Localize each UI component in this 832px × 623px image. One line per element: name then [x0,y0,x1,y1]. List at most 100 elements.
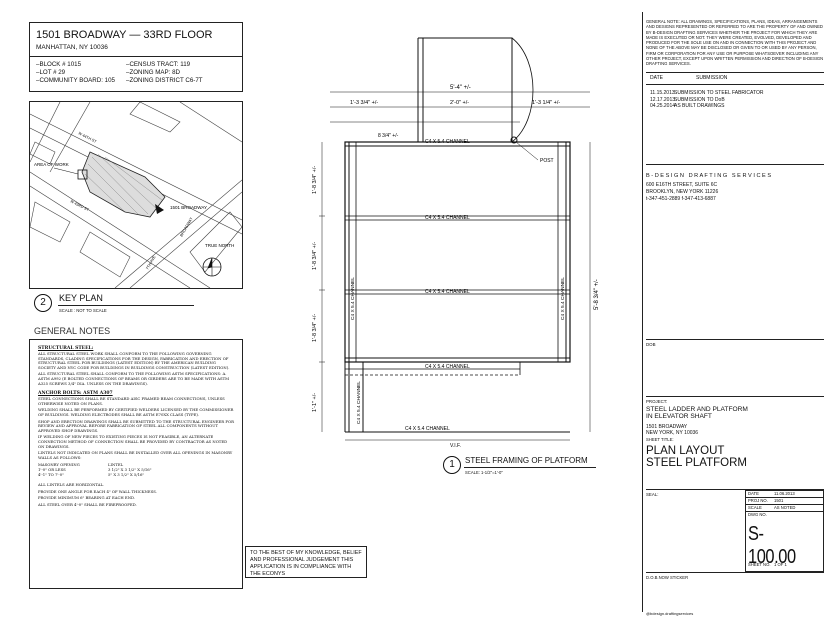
tb-divider [646,572,824,573]
info-key: DATE [748,491,759,496]
key-plan-scale: SCALE : NOT TO SCALE [59,308,107,313]
north-arrow-icon [202,257,222,277]
area-of-work-label: AREA OF WORK [34,162,69,167]
info-row: DATE 11.06.2013 [746,491,823,498]
vif-label: V.I.F. [450,443,461,449]
company-address-line: BROOKLYN, NEW YORK 11226 [646,188,719,195]
post-marker [510,136,518,144]
project-address-line: 1501 BROADWAY [646,424,688,430]
address-right-column: –CENSUS TRACT: 119 –ZONING MAP: 8D –ZONI… [126,61,203,86]
drawing-title-block: 1 STEEL FRAMING OF PLATFORM SCALE: 1-1/2… [443,454,596,478]
company-phones: t-347-451-2889 f-347-413-6887 [646,195,716,202]
key-plan-drawing: AREA OF WORK 1501 BROADWAY W 44TH ST W 4… [30,102,242,288]
info-value: AS NOTED [774,505,796,510]
submission-text: SUBMISSION TO DoB [674,96,725,103]
notes-paragraph: ALL STRUCTURAL STEEL WORK SHALL CONFORM … [38,351,230,370]
project-name: STEEL LADDER AND PLATFORM IN ELEVATOR SH… [646,406,748,421]
info-key: PROJ NO. [748,498,768,503]
info-value: 11.06.2013 [774,491,795,496]
channel-label: C4 X 5.4 CHANNEL [425,139,470,145]
drawing-scale: SCALE: 1-1/2"=1'-0" [465,470,503,475]
compliance-box: TO THE BEST OF MY KNOWLEDGE, BELIEF AND … [245,546,367,578]
company-address-line: 600 E16TH STREET, SUITE 6C [646,182,718,188]
sheet-no-value: 1 OF 1 [774,562,787,567]
tb-divider [646,396,824,397]
notes-paragraph: PROVIDE ONE ANGLE FOR EACH 4" OF WALL TH… [38,488,157,494]
dob-label: DOB [646,342,656,347]
tb-divider [646,72,824,73]
lintel-row: 4'-1" TO 7'-0"5" X 3 1/2" X 5/16" [38,472,234,477]
tb-divider [646,164,824,165]
steel-framing-plan: 5'-4" +/- 1'-3 3/4" +/- 2'-0" +/- 1'-3 1… [312,37,600,449]
notes-paragraph: STEEL CONNECTIONS SHALL BE STANDARD AISC… [38,396,225,406]
notes-paragraph: ALL STRUCTURAL STEEL SHALL CONFORM TO TH… [38,371,230,386]
channel-label: C4 X 5.4 CHANNEL [425,364,470,370]
info-key: DWG NO. [748,512,767,517]
lintel-cell: LINTEL [108,462,124,468]
address-divider [30,56,242,57]
tb-divider [646,84,824,85]
footer-handle: @bdesign.draftingservices [646,611,694,616]
key-plan-number-circle: 2 [34,294,52,312]
dim-left-2: 1'-8 3/4" +/- [312,242,318,270]
submission-row: 12.17.2013SUBMISSION TO DoB [650,97,763,104]
notes-paragraph: PROVIDE MINIMUM 6" BEARING AT EACH END. [38,495,136,501]
submission-list: 11.15.2013SUBMISSION TO STEEL FABRICATOR… [650,90,763,110]
submission-row: 11.15.2013SUBMISSION TO STEEL FABRICATOR [650,90,763,97]
census-tract: –CENSUS TRACT: 119 [126,61,191,68]
general-notes-heading: GENERAL NOTES [34,326,111,336]
submission-text: AS BUILT DRAWINGS [674,103,725,110]
channel-label: C4 X 5.4 CHANNEL [425,215,470,221]
notes-section-title: ANCHOR BOLTS: ASTM A307 [38,391,113,397]
company-name: B - D E S I G N D R A F T I N G S E R V … [646,173,772,179]
vertical-channel-label: C4 X 5.4 CHANNEL [356,381,362,424]
zoning-district: –ZONING DISTRICT C6-7T [126,77,203,85]
dim-right-overall: 5'-8 3/4" +/- [594,279,600,310]
notes-paragraph: SHOP AND ERECTION DRAWINGS SHALL BE SUBM… [38,418,234,433]
company-address: 600 E16TH STREET, SUITE 6C BROOKLYN, NEW… [646,182,718,202]
info-value: 1501 [774,498,784,503]
sheet-title-label: SHEET TITLE: [646,437,674,442]
tb-divider [646,489,824,490]
area-of-work-marker [77,169,88,180]
sheet-no-row: SHEET NO.1 OF 1 [748,562,787,567]
submission-header-submission: SUBMISSION [696,75,728,81]
key-plan-map: AREA OF WORK 1501 BROADWAY W 44TH ST W 4… [29,101,243,289]
info-row: PROJ NO. 1501 [746,498,823,505]
submission-row: 04.25.2014AS BUILT DRAWINGS [650,103,763,110]
lintel-cell: MASONRY OPENING [38,462,80,468]
project-label: PROJECT: [646,399,668,404]
submission-header-date: DATE [650,75,663,81]
notes-paragraph: ALL STEEL OVER 4'-0" SHALL BE FIREPROOFE… [38,502,137,508]
zoning-map: –ZONING MAP: 8D [126,69,180,77]
sheet-title: PLAN LAYOUT STEEL PLATFORM [646,445,747,469]
post-label: POST [540,158,554,164]
submission-text: SUBMISSION TO STEEL FABRICATOR [674,90,764,96]
notes-paragraph: IF WELDING OF NEW PIECES TO EXISTING PIE… [38,434,228,449]
dob-sticker-label: D.O.B.NOW STICKER [646,575,689,580]
street-label-broadway: BROADWAY [179,216,194,237]
channel-label: C4 X 5.4 CHANNEL [425,289,470,295]
title-block-border [642,12,643,612]
notes-paragraph: WELDING SHALL BE PERFORMED BY CERTIFIED … [38,407,234,417]
block-number: –BLOCK # 1015 [36,61,82,68]
street-label-7th-ave: 7TH AVE [145,255,156,271]
dim-left-4: 1'-1" +/- [312,393,318,412]
address-left-column: –BLOCK # 1015 –LOT # 29 –COMMUNITY BOARD… [36,61,115,86]
lintel-cell: 4'-1" TO 7'-0" [38,472,64,478]
submission-date: 11.15.2013 [650,90,675,96]
drawing-number-circle: 1 [443,456,461,474]
drawing-title: STEEL FRAMING OF PLATFORM [465,456,588,465]
tb-divider [646,339,824,340]
project-address: 1501 BROADWAY NEW YORK, NY 10036 [646,424,698,436]
building-label: 1501 BROADWAY [170,205,207,210]
channel-label: C4 X 5.4 CHANNEL [405,426,450,432]
sheet-no-label: SHEET NO. [748,562,771,567]
notes-paragraph: LINTELS NOT INDICATED ON PLANS SHALL BE … [38,450,233,460]
compliance-text: TO THE BEST OF MY KNOWLEDGE, BELIEF AND … [250,550,362,577]
street-label-44th: W 44TH ST [78,131,98,144]
address-title: 1501 BROADWAY — 33RD FLOOR [36,29,213,41]
